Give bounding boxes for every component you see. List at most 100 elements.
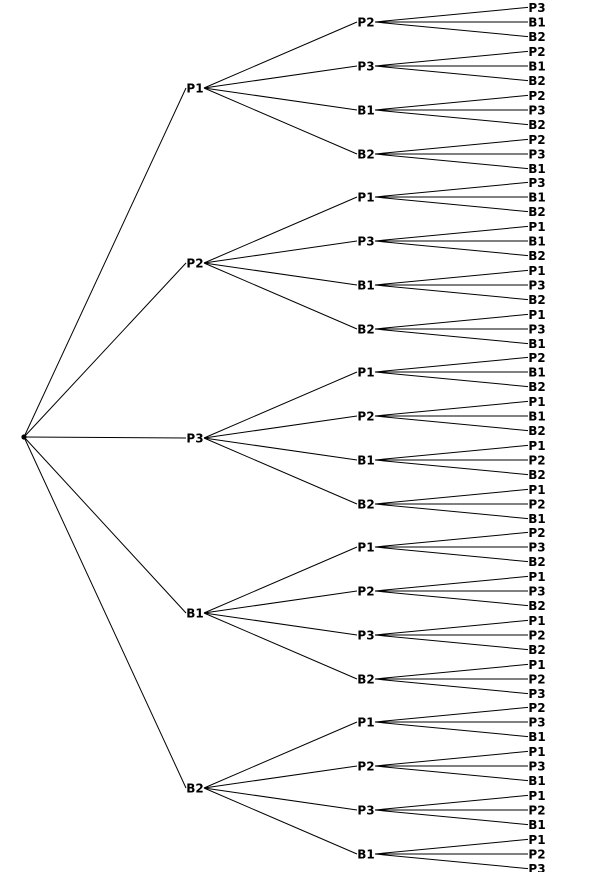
node-level2-P3-B2: B2 (357, 498, 375, 512)
node-leaf-B1-P1-P3: P3 (528, 541, 545, 555)
edge-B1-B2-P1 (374, 663, 529, 680)
node-leaf-B2-P3-P1: P1 (528, 789, 545, 803)
node-leaf-P1-P2-B1: B1 (528, 16, 546, 30)
node-level1-B1: B1 (186, 607, 204, 621)
node-level2-P1-B1: B1 (357, 104, 375, 118)
edge-P3-P1-P2 (374, 356, 529, 373)
edge-B1-P1 (203, 546, 358, 614)
node-leaf-P2-B2-B1: B1 (528, 337, 546, 351)
edge-P2-B2-P1 (374, 313, 529, 330)
node-leaf-P3-P2-B2: B2 (528, 424, 546, 438)
node-leaf-P2-P1-B1: B1 (528, 191, 546, 205)
tree-edges (23, 6, 529, 870)
node-leaf-B2-P3-P2: P2 (528, 804, 545, 818)
node-leaf-B2-B1-P2: P2 (528, 848, 545, 862)
node-leaf-B1-P2-P3: P3 (528, 585, 545, 599)
edge-B2-P1-P2 (374, 706, 529, 723)
edge-B1-P3 (203, 612, 358, 636)
edge-P1-B2 (203, 87, 358, 155)
edge-P3-B2-P1 (374, 488, 529, 505)
node-leaf-B1-P3-P1: P1 (528, 614, 545, 628)
edge-P2-P1 (203, 196, 358, 264)
node-leaf-P1-B2-P3: P3 (528, 148, 545, 162)
node-level2-B2-B1: B1 (357, 848, 375, 862)
edge-P1-P2 (203, 21, 358, 89)
edge-P2-B2 (203, 262, 358, 330)
edge-B2-B1-P3 (374, 853, 529, 870)
edge-B1-P2-P1 (374, 575, 529, 592)
node-leaf-P1-P3-B1: B1 (528, 60, 546, 74)
node-leaf-P3-P2-B1: B1 (528, 410, 546, 424)
node-leaf-P2-B1-P1: P1 (528, 264, 545, 278)
node-leaf-P2-B1-B2: B2 (528, 293, 546, 307)
node-leaf-B2-P2-P1: P1 (528, 745, 545, 759)
node-level2-B2-P2: P2 (357, 760, 374, 774)
edge-P2-B1 (203, 262, 358, 286)
node-level1-P2: P2 (186, 257, 203, 271)
edge-P3-B2 (203, 437, 358, 505)
edge-P2-P1-P3 (374, 181, 529, 198)
edge-P3-B1-P1 (374, 444, 529, 461)
node-leaf-P1-B2-P2: P2 (528, 133, 545, 147)
edge-P1-B2-P2 (374, 138, 529, 155)
node-leaf-P2-B2-P3: P3 (528, 323, 545, 337)
edge-P2-P3 (203, 240, 358, 264)
node-leaf-P1-B2-B1: B1 (528, 162, 546, 176)
edge-P3-P2-P1 (374, 400, 529, 417)
edge-root-B1 (23, 436, 187, 614)
node-level2-B1-P2: P2 (357, 585, 374, 599)
node-level2-B2-P3: P3 (357, 804, 374, 818)
node-leaf-B2-P2-P3: P3 (528, 760, 545, 774)
node-leaf-B2-B1-P3: P3 (528, 862, 545, 872)
tree-nodes: P1P2P3B1B2P3P2B1B2B1P2P3B2B2P2P3B1P2P1P3… (21, 1, 546, 872)
node-leaf-B2-P1-P3: P3 (528, 716, 545, 730)
node-level1-B2: B2 (186, 782, 204, 796)
edge-P2-B2-B1 (374, 328, 529, 345)
node-leaf-P1-B1-P3: P3 (528, 104, 545, 118)
edge-P1-P3-B2 (374, 65, 529, 82)
node-leaf-P2-P3-P1: P1 (528, 220, 545, 234)
node-leaf-B1-P3-B2: B2 (528, 643, 546, 657)
edge-P1-P3-P2 (374, 50, 529, 67)
node-leaf-B1-B2-P1: P1 (528, 658, 545, 672)
node-leaf-P3-B2-P2: P2 (528, 498, 545, 512)
edge-B1-P1-P2 (374, 531, 529, 548)
node-leaf-B1-P1-P2: P2 (528, 526, 545, 540)
edge-B1-P2-B2 (374, 590, 529, 607)
edge-P2-P1-B2 (374, 196, 529, 213)
node-leaf-P3-P1-B2: B2 (528, 380, 546, 394)
node-leaf-B1-B2-P3: P3 (528, 687, 545, 701)
node-leaf-B2-P2-B1: B1 (528, 774, 546, 788)
edge-P1-B1-B2 (374, 109, 529, 126)
node-leaf-P1-B1-B2: B2 (528, 118, 546, 132)
edge-P2-B1-B2 (374, 284, 529, 301)
edge-B1-P2 (203, 590, 358, 614)
edge-P2-P3-P1 (374, 225, 529, 242)
edge-B2-P2 (203, 765, 358, 789)
node-leaf-P1-P2-B2: B2 (528, 30, 546, 44)
edge-P1-B1 (203, 87, 358, 111)
node-level2-P2-P3: P3 (357, 235, 374, 249)
node-level2-B1-P1: P1 (357, 541, 374, 555)
node-leaf-P2-B1-P3: P3 (528, 279, 545, 293)
edge-B2-P3-P1 (374, 794, 529, 811)
edge-root-P3 (23, 436, 187, 439)
edge-B2-P2-B1 (374, 765, 529, 782)
node-level2-P2-B1: B1 (357, 279, 375, 293)
edge-P2-B1-P1 (374, 269, 529, 286)
node-leaf-B1-P3-P2: P2 (528, 629, 545, 643)
edge-root-P1 (23, 87, 187, 438)
node-leaf-P2-P3-B2: B2 (528, 249, 546, 263)
node-leaf-P3-P1-P2: P2 (528, 351, 545, 365)
node-leaf-P3-B1-B2: B2 (528, 468, 546, 482)
node-leaf-B2-B1-P1: P1 (528, 833, 545, 847)
node-leaf-B2-P3-B1: B1 (528, 818, 546, 832)
edge-P3-P1 (203, 371, 358, 439)
node-leaf-P3-B2-P1: P1 (528, 483, 545, 497)
edge-P3-P2-B2 (374, 415, 529, 432)
edge-P1-P2-P3 (374, 6, 529, 23)
node-leaf-B1-P1-B2: B2 (528, 555, 546, 569)
node-level2-P2-P1: P1 (357, 191, 374, 205)
node-level2-P1-P3: P3 (357, 60, 374, 74)
node-level2-P3-P2: P2 (357, 410, 374, 424)
